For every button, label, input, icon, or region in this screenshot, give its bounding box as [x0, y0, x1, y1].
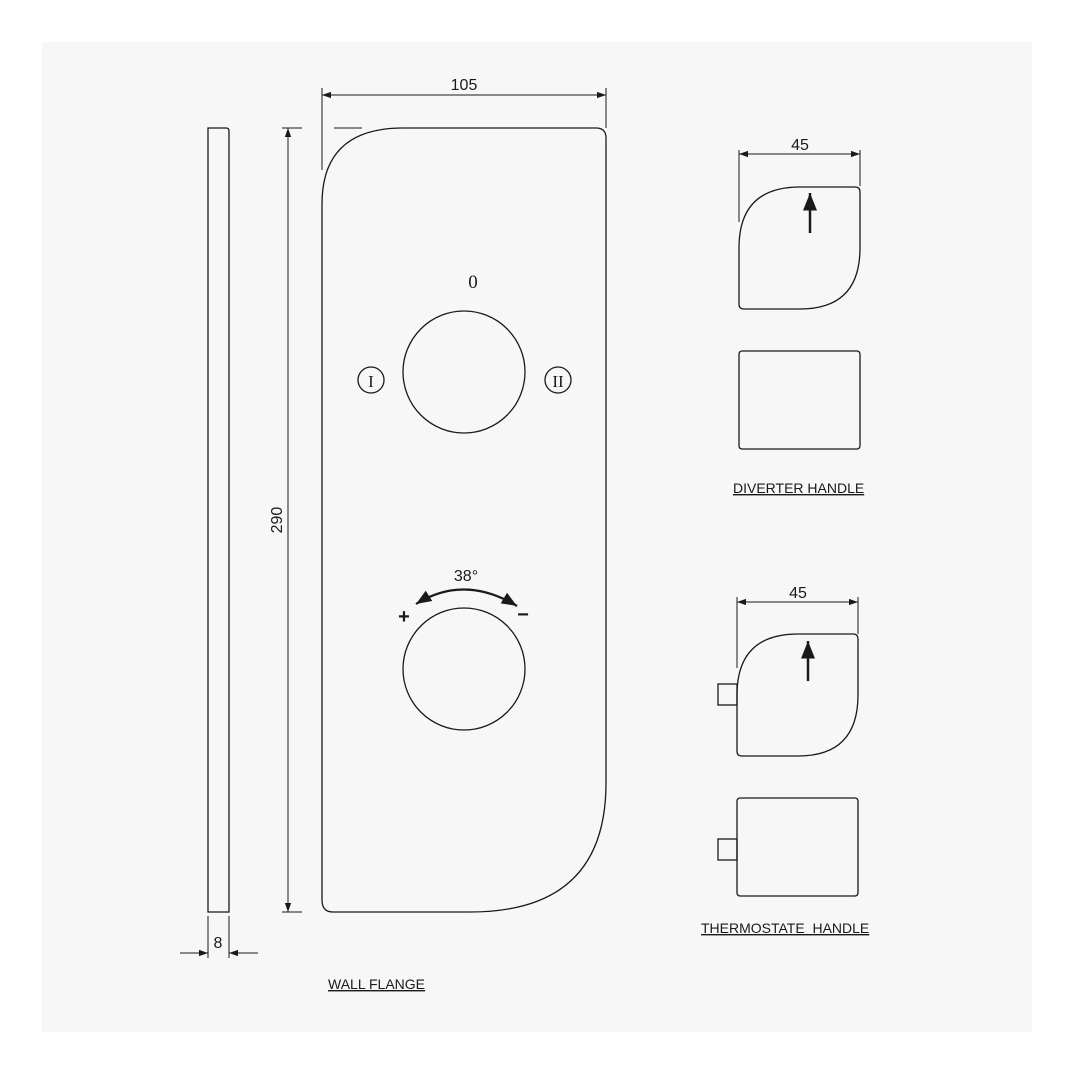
wall-flange-label: WALL FLANGE — [328, 976, 425, 992]
flange-side-view: 8 — [180, 127, 258, 958]
rotation-arc — [415, 588, 518, 607]
thermostat-front-nub — [717, 683, 738, 706]
thermostat-side-nub — [717, 838, 738, 861]
diverter-handle-label: DIVERTER HANDLE — [733, 480, 864, 496]
thermostat-hole — [402, 607, 526, 731]
flange-height-dimension-group: 290 — [269, 127, 302, 913]
flange-width-dimension: 105 — [451, 77, 478, 94]
drawing-panel — [42, 42, 1032, 1032]
thermostat-handle-group: 45 — [717, 585, 859, 897]
rotation-angle-label: 38° — [454, 568, 478, 585]
diverter-handle-side — [738, 350, 861, 450]
diverter-width-dimension: 45 — [791, 137, 809, 154]
flange-height-dimension: 290 — [269, 507, 286, 534]
thermostat-width-dimension: 45 — [789, 585, 807, 602]
minus-sign: − — [517, 604, 529, 626]
diverter-hole — [402, 310, 526, 434]
thermostat-handle-label: THERMOSTATE HANDLE — [701, 920, 869, 936]
diverter-handle-front — [738, 186, 861, 310]
flange-depth-dimension: 8 — [214, 935, 223, 952]
wall-flange-front-view: 0 I II 38° + − — [321, 127, 607, 913]
position-zero-label: 0 — [468, 272, 478, 293]
position-one-label: I — [368, 372, 374, 391]
thermostat-handle-front — [736, 633, 859, 757]
position-two-circle — [544, 366, 572, 394]
plus-sign: + — [398, 606, 410, 628]
thermostat-handle-side — [736, 797, 859, 897]
diverter-handle-group: 45 — [738, 137, 861, 450]
position-two-label: II — [552, 372, 564, 391]
flange-width-dimension-group: 105 — [321, 77, 607, 170]
position-one-circle — [357, 366, 385, 394]
